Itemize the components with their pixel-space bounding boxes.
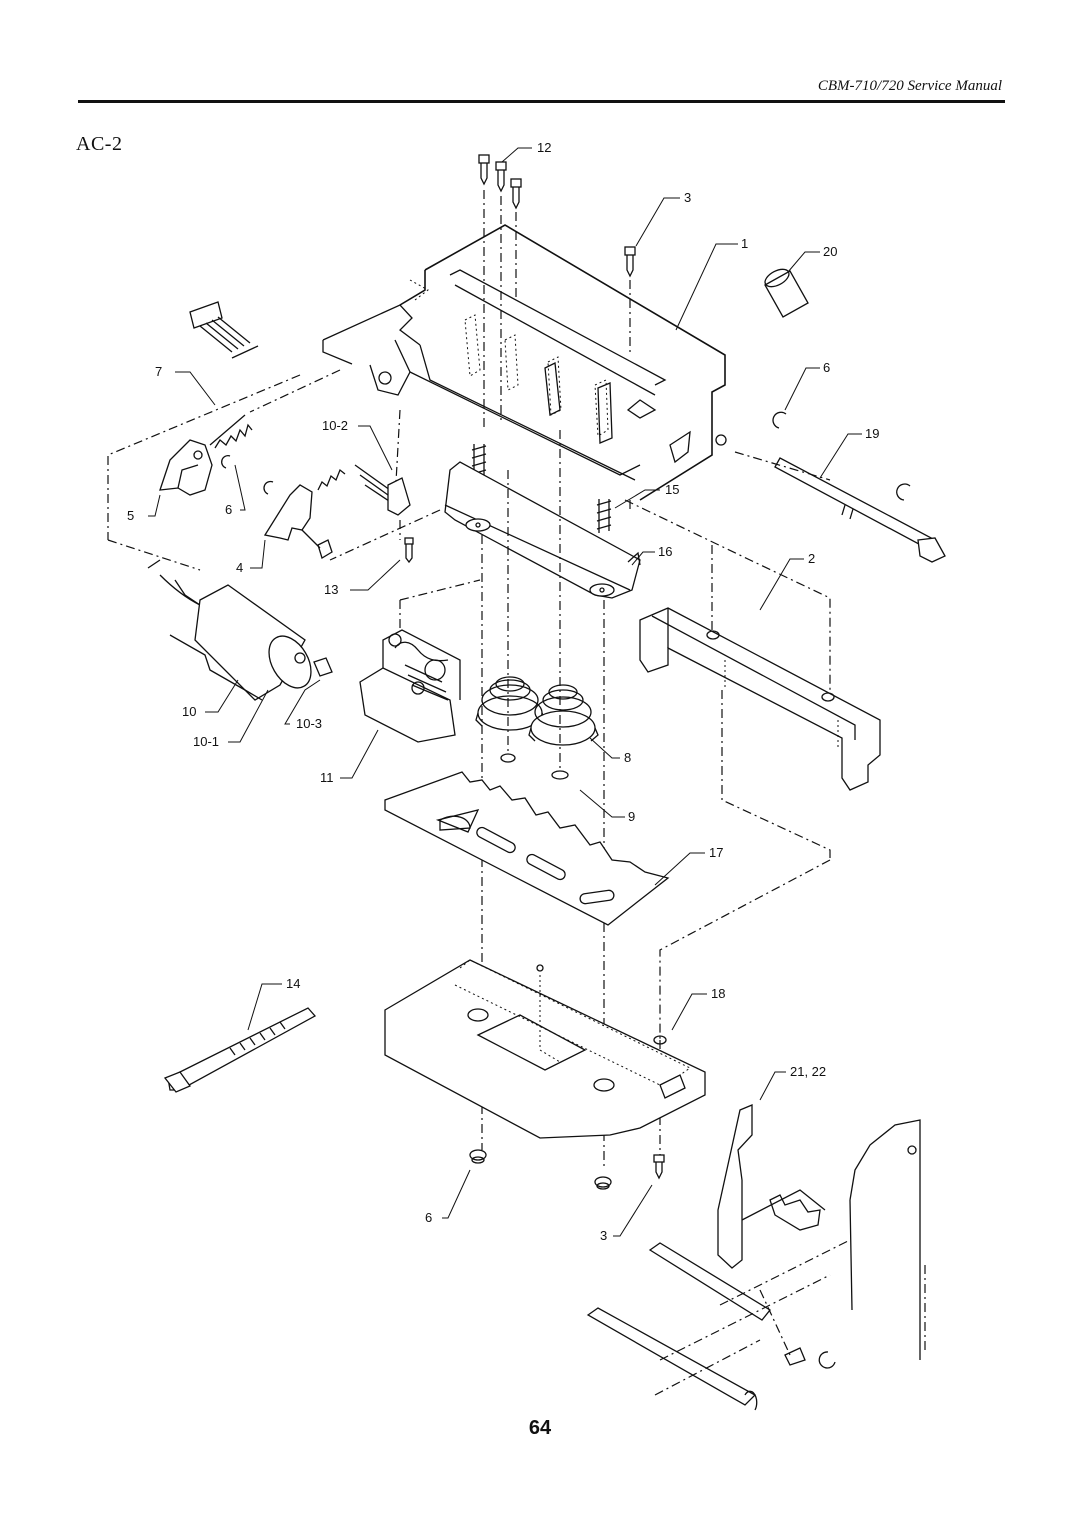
screws-12 <box>478 154 522 430</box>
callout-18: 18 <box>711 986 725 1001</box>
header-rule <box>78 100 1005 103</box>
callout-10-3: 10-3 <box>296 716 322 731</box>
callout-15: 15 <box>665 482 679 497</box>
callout-10-1: 10-1 <box>193 734 219 749</box>
section-label: AC-2 <box>76 133 123 155</box>
plate-16 <box>444 461 641 599</box>
callout-3-top: 3 <box>684 190 691 205</box>
callout-16: 16 <box>658 544 672 559</box>
callout-11: 11 <box>320 770 334 785</box>
callout-17: 17 <box>709 845 723 860</box>
callout-9: 9 <box>628 809 635 824</box>
e-ring-6-left <box>221 455 274 495</box>
roller-20 <box>764 268 809 318</box>
manual-title: CBM-710/720 Service Manual <box>817 78 1002 94</box>
bottom-fasteners <box>469 1149 665 1190</box>
plate-17 <box>384 771 670 926</box>
callout-3-bottom: 3 <box>600 1228 607 1243</box>
lever-4 <box>263 468 346 559</box>
gearbox-11 <box>359 579 481 743</box>
wire-connector <box>189 301 259 359</box>
shaft-19 <box>774 457 946 563</box>
callout-2: 2 <box>808 551 815 566</box>
callout-6-left: 6 <box>225 502 232 517</box>
main-frame <box>322 224 727 510</box>
callout-4: 4 <box>236 560 243 575</box>
callout-7: 7 <box>155 364 162 379</box>
callout-6-bottom: 6 <box>425 1210 432 1225</box>
callout-19: 19 <box>865 426 879 441</box>
solenoid-10-2 <box>354 464 411 540</box>
screw-3-top <box>624 246 636 355</box>
callout-5: 5 <box>127 508 134 523</box>
frame-2 <box>639 607 881 791</box>
lever-5 <box>159 439 213 496</box>
assembly-lines-upper <box>107 369 831 700</box>
callout-1: 1 <box>741 236 748 251</box>
screw-13 <box>404 537 414 564</box>
callout-14: 14 <box>286 976 300 991</box>
motor-10 <box>147 559 333 701</box>
callout-21-22: 21, 22 <box>790 1064 826 1079</box>
callout-10: 10 <box>182 704 196 719</box>
page-number: 64 <box>528 1417 552 1439</box>
side-frame-21-22 <box>586 1104 926 1411</box>
callout-8: 8 <box>624 750 631 765</box>
assembly-lines-right <box>659 690 831 1040</box>
callout-labels: 12 3 1 20 6 19 7 10-2 15 5 6 16 2 4 13 1… <box>127 140 879 1243</box>
washers-9 <box>500 753 569 780</box>
callout-20: 20 <box>823 244 837 259</box>
cable-tie-14 <box>163 1007 317 1093</box>
spring-7 <box>209 414 253 449</box>
callout-10-2: 10-2 <box>322 418 348 433</box>
base-plate-18 <box>384 959 706 1139</box>
callout-6-right: 6 <box>823 360 830 375</box>
callout-13: 13 <box>324 582 338 597</box>
callout-12: 12 <box>537 140 551 155</box>
gears-8 <box>475 676 599 746</box>
callout-leaders <box>148 147 862 1237</box>
e-ring-6-right <box>772 411 787 429</box>
